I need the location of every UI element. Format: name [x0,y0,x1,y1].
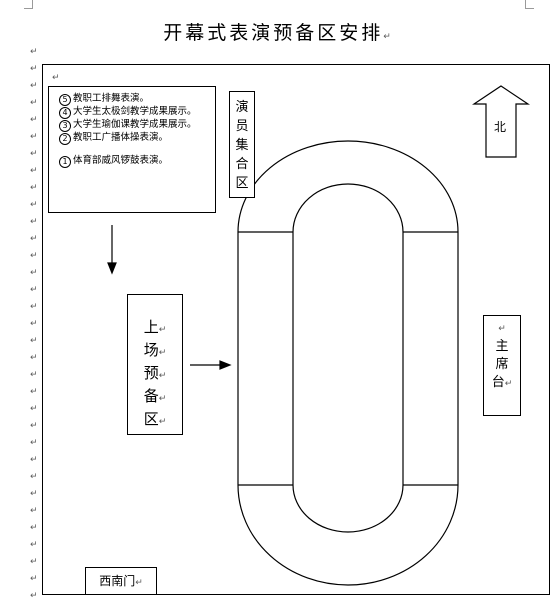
paragraph-mark: ↵ [30,115,38,125]
paragraph-mark: ↵ [30,523,38,533]
performer-assembly-area: 演 员 集 合 区 [229,91,255,198]
paragraph-mark: ↵ [30,98,38,108]
north-arrow-icon [472,85,530,158]
paragraph-mark: ↵ [30,506,38,516]
paragraph-mark: ↵ [30,200,38,210]
paragraph-mark: ↵ [30,387,38,397]
paragraph-mark: ↵ [30,455,38,465]
paragraph-mark: ↵ [30,81,38,91]
main-stand: ↵ 主 席 台↵ [483,315,521,416]
paragraph-mark: ↵ [30,489,38,499]
page-title: 开幕式表演预备区安排↵ [163,22,394,44]
page-corner-mark [525,0,534,9]
venue-frame [42,64,550,595]
paragraph-mark: ↵ [30,370,38,380]
paragraph-mark: ↵ [30,574,38,584]
paragraph-mark: ↵ [30,183,38,193]
paragraph-mark: ↵ [30,353,38,363]
paragraph-mark: ↵ [30,319,38,329]
southwest-gate: 西南门↵ [85,567,157,595]
paragraph-mark: ↵ [30,149,38,159]
paragraph-mark: ↵ [30,438,38,448]
paragraph-mark: ↵ [30,591,38,601]
paragraph-mark: ↵ [30,472,38,482]
arrow-down [107,225,117,275]
track-inner [292,183,404,533]
paragraph-mark: ↵ [30,268,38,278]
arrow-right [190,360,232,370]
staging-area: 上↵ 场↵ 预↵ 备↵ 区↵ [127,294,183,435]
paragraph-mark: ↵ [30,234,38,244]
paragraph-mark: ↵ [30,132,38,142]
track-outer [237,140,459,586]
paragraph-mark: ↵ [30,404,38,414]
paragraph-mark: ↵ [30,285,38,295]
paragraph-mark: ↵ [30,336,38,346]
paragraph-mark: ↵ [30,217,38,227]
paragraph-mark: ↵ [30,166,38,176]
page-corner-mark [24,0,33,9]
paragraph-mark: ↵ [52,73,60,83]
paragraph-mark: ↵ [30,557,38,567]
paragraph-mark: ↵ [30,302,38,312]
paragraph-mark: ↵ [30,251,38,261]
north-label: 北 [494,120,507,134]
paragraph-mark: ↵ [30,47,38,57]
paragraph-mark: ↵ [30,540,38,550]
paragraph-mark: ↵ [30,64,38,74]
paragraph-mark: ↵ [30,421,38,431]
